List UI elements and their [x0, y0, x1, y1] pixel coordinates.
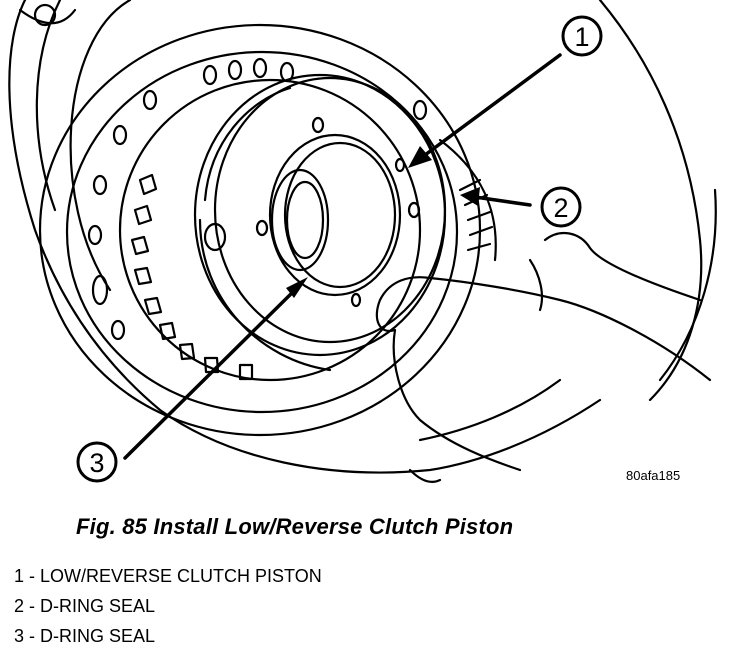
callout-3-number: 3 [89, 448, 104, 478]
piston-bore [268, 133, 402, 297]
callout-1-leader [423, 53, 562, 157]
callout-2: 2 [540, 186, 582, 228]
callout-1-number: 1 [574, 22, 589, 52]
callout-1: 1 [561, 15, 603, 57]
housing-outline [8, 0, 602, 474]
callout-2-leader [473, 195, 532, 207]
callout-3: 3 [76, 441, 118, 483]
legend-number: 3 [14, 626, 25, 646]
retainer-ring-outer [38, 23, 482, 437]
housing-outline-right [598, 0, 703, 402]
legend-number: 1 [14, 566, 25, 586]
legend-item: 2 - D-RING SEAL [14, 591, 322, 621]
callout-2-number: 2 [553, 193, 568, 223]
callout-3-leader [123, 283, 302, 460]
clutch-splines [130, 173, 254, 381]
figure-ref-code: 80afa185 [626, 468, 681, 483]
legend-item: 1 - LOW/REVERSE CLUTCH PISTON [14, 561, 322, 591]
figure-caption: Fig. 85 Install Low/Reverse Clutch Pisto… [76, 514, 514, 539]
legend-item: 3 - D-RING SEAL [14, 621, 322, 651]
retainer-holes [87, 57, 428, 341]
clutch-piston-illustration: 1 2 3 [8, 0, 717, 484]
legend-text: - D-RING SEAL [24, 596, 156, 616]
legend-text: - D-RING SEAL [24, 626, 156, 646]
legend-number: 2 [14, 596, 25, 616]
legend-text: - LOW/REVERSE CLUTCH PISTON [24, 566, 322, 586]
legend: 1 - LOW/REVERSE CLUTCH PISTON 2 - D-RING… [14, 561, 322, 651]
hand-outline [375, 231, 712, 472]
